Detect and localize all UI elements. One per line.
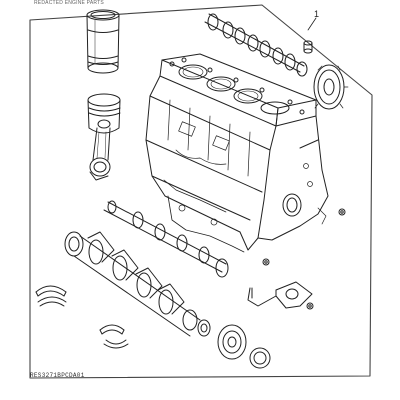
piston-and-connecting-rod bbox=[87, 93, 121, 181]
figure-id: RES3271BPCDA01 bbox=[30, 372, 85, 379]
callout-label: 1 bbox=[314, 9, 320, 19]
crankshaft-gear bbox=[217, 324, 247, 360]
callout-leader bbox=[307, 17, 317, 31]
oil-pump bbox=[247, 281, 314, 310]
crankshaft bbox=[64, 231, 211, 337]
camshaft bbox=[204, 13, 308, 77]
frame-border bbox=[29, 4, 373, 379]
cylinder-block bbox=[145, 53, 329, 253]
oil-seal bbox=[249, 347, 271, 369]
main-bearing-upper bbox=[35, 285, 67, 307]
camshaft-gear bbox=[313, 64, 349, 110]
balancer-shaft bbox=[103, 200, 229, 278]
cylinder-liner bbox=[86, 9, 120, 74]
main-bearing-lower bbox=[99, 324, 129, 349]
dowel-pin bbox=[303, 40, 313, 54]
header-text: REDACTED ENGINE PARTS bbox=[34, 0, 104, 6]
plug bbox=[262, 208, 346, 266]
